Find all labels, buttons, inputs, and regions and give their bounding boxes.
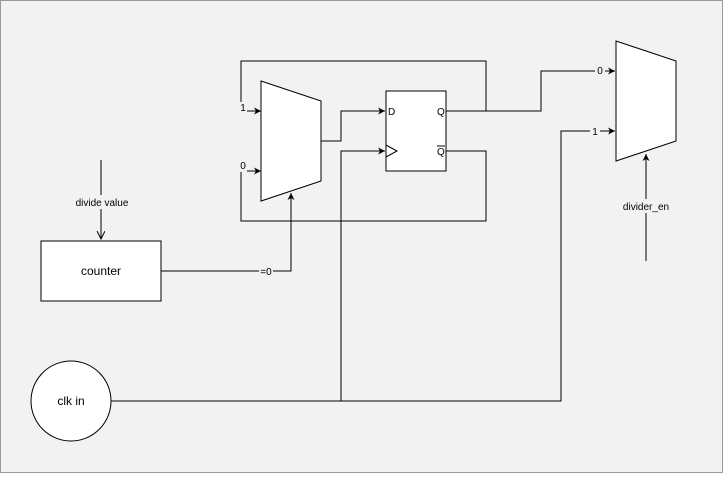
mux-2	[615, 40, 677, 162]
counter-eq0-wire	[161, 193, 295, 272]
ff-d-label: D	[388, 107, 395, 118]
q-to-mux2-wire	[446, 67, 615, 112]
counter-block	[40, 240, 162, 302]
eq0-label-bg	[259, 265, 273, 277]
ff-q-label: Q	[437, 107, 445, 118]
mux2-in1-label: 1	[592, 127, 598, 138]
mux1-in1-label: 1	[240, 103, 246, 114]
divide-value-label-bg	[71, 195, 133, 209]
divider-en-label-bg	[618, 199, 674, 213]
clk-to-ff-wire	[340, 147, 385, 401]
counter-label: counter	[81, 264, 121, 278]
mux1-to-d-wire	[321, 107, 385, 142]
mux2-in1-label-bg	[590, 125, 600, 137]
clock-triangle-icon	[385, 144, 399, 158]
clk-in-source	[30, 360, 112, 442]
mux1-in0-label: 0	[240, 161, 246, 172]
mux1-in0-label-bg	[238, 160, 247, 172]
mux2-in0-label-bg	[595, 64, 605, 76]
d-flip-flop	[385, 90, 447, 172]
mux-1	[260, 80, 322, 202]
feedback-q-wire	[240, 60, 487, 115]
eq0-label: =0	[260, 267, 272, 278]
divide-value-label: divide value	[76, 198, 129, 209]
mux1-in1-label-bg	[238, 102, 247, 114]
ff-qbar-label: Q	[437, 147, 445, 158]
mux2-in0-label: 0	[597, 66, 603, 77]
clk-to-mux2-wire	[111, 127, 615, 402]
divider-en-label: divider_en	[623, 202, 669, 213]
clk-in-label: clk in	[57, 394, 84, 408]
